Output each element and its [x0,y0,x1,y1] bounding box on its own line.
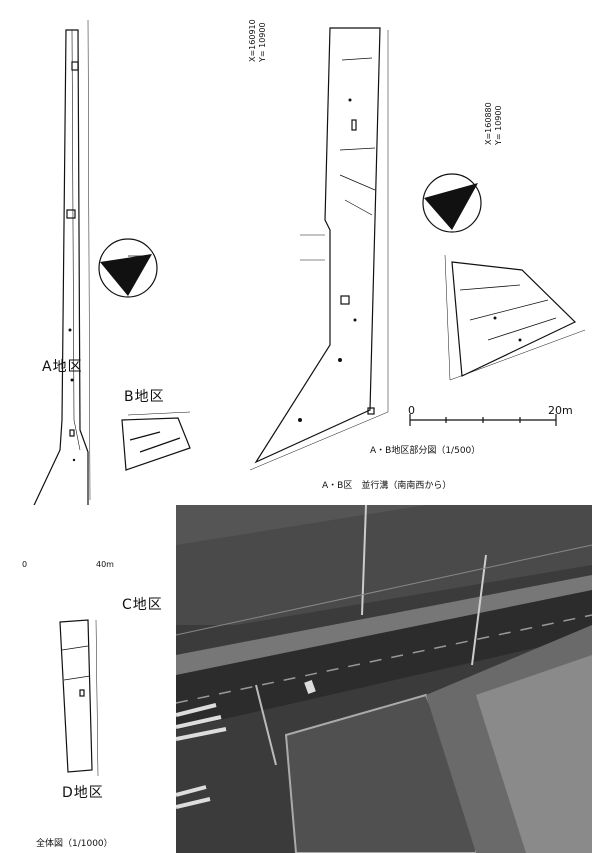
area-c-label: C地区 [122,597,163,613]
detail-area-a-outline [254,27,381,464]
north-arrow-icon-2 [422,173,482,233]
site-plan-drawings [33,19,586,505]
photo-caption: A・B区 並行溝（南南西から） [322,481,452,491]
coordinate-x-1: X=160910 [248,19,257,62]
overall-scale-end: 40m [96,560,114,569]
overall-map-caption: 全体図（1/1000） [36,839,113,849]
overall-scale-start: 0 [22,560,28,569]
detail-scale-end: 20m [548,404,573,417]
detail-scale-bar [409,414,557,426]
detail-map-caption: A・B地区部分図（1/500） [370,446,481,456]
coordinate-y-2: Y= 10900 [494,105,503,145]
detail-area-b-outline [451,261,577,377]
area-d-label: D地区 [62,785,104,801]
area-a-outline [33,29,89,505]
detail-scale-start: 0 [408,404,415,417]
area-b-label: B地区 [124,389,165,405]
aerial-photo [176,505,592,853]
coordinate-y-1: Y= 10900 [258,22,267,62]
coordinate-x-2: X=160880 [484,102,493,145]
area-b-outline [121,417,191,471]
area-a-label: A地区 [42,359,83,375]
north-arrow-icon [98,238,158,298]
